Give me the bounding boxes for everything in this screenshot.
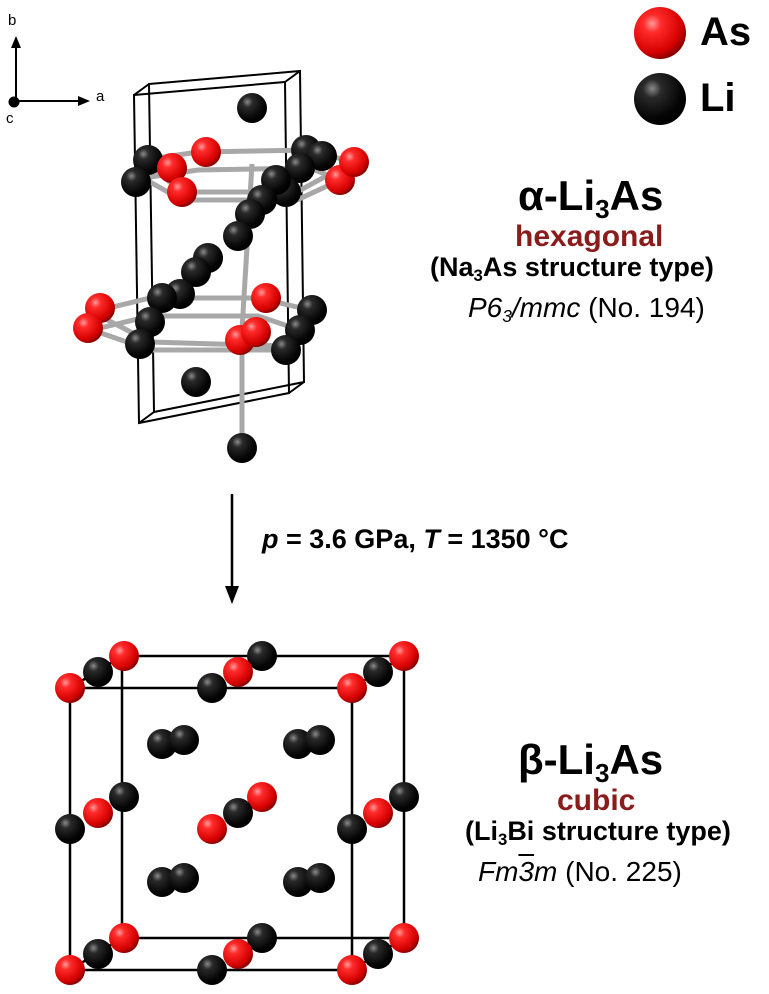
as-atom — [247, 782, 277, 812]
li-atom — [237, 93, 267, 123]
beta-structure-type: (Li3Bi structure type) — [465, 816, 731, 850]
li-atom — [247, 641, 277, 671]
li-atom — [109, 782, 139, 812]
li-atom — [285, 153, 315, 183]
axis-a-label: a — [96, 88, 105, 105]
li-atom — [235, 199, 265, 229]
transition-conditions: p = 3.6 GPa, T = 1350 °C — [262, 524, 569, 554]
li-atom — [305, 725, 335, 755]
as-atom — [83, 798, 113, 828]
li-atom — [271, 335, 301, 365]
as-atom — [197, 814, 227, 844]
li-atom — [83, 939, 113, 969]
alpha-title: α-Li3As — [518, 172, 664, 224]
axis-c-label: c — [6, 110, 14, 127]
beta-space-group: Fm3m (No. 225) — [478, 856, 682, 887]
li-atom — [223, 221, 253, 251]
down-arrow-icon — [225, 586, 239, 604]
as-atom — [223, 939, 253, 969]
as-atom — [55, 673, 85, 703]
as-atom — [191, 137, 221, 167]
alpha-structure-type: (Na3As structure type) — [430, 252, 714, 286]
c-axis-dot-icon — [8, 96, 20, 108]
legend-li-label: Li — [700, 76, 736, 120]
li-atom — [247, 923, 277, 953]
as-atom — [363, 798, 393, 828]
beta-title: β-Li3As — [518, 736, 664, 788]
li-atom — [389, 782, 419, 812]
li-atom — [305, 863, 335, 893]
li-atom — [363, 657, 393, 687]
li-atom — [337, 814, 367, 844]
alpha-structure — [73, 69, 369, 463]
li-atom — [197, 673, 227, 703]
li-atom — [83, 657, 113, 687]
li-atom — [121, 167, 151, 197]
li-atom — [363, 939, 393, 969]
li-atom — [169, 863, 199, 893]
li-atom — [169, 725, 199, 755]
li-atom — [147, 283, 177, 313]
li-atom — [125, 329, 155, 359]
alpha-crystal-system: hexagonal — [515, 220, 664, 253]
b-axis-arrow-icon — [11, 36, 21, 48]
li-atom — [307, 141, 337, 171]
beta-structure — [55, 641, 419, 985]
li-atom — [181, 257, 211, 287]
li-atom — [227, 433, 257, 463]
as-atom — [251, 283, 281, 313]
as-atom — [339, 147, 369, 177]
axis-b-label: b — [8, 12, 17, 29]
li-atom — [223, 798, 253, 828]
as-atom — [55, 955, 85, 985]
li-atom — [133, 145, 163, 175]
as-atom — [223, 657, 253, 687]
li-atom — [197, 955, 227, 985]
axis-indicator — [8, 36, 90, 108]
alpha-atoms — [73, 93, 369, 463]
beta-atoms — [55, 641, 419, 985]
as-atom — [389, 923, 419, 953]
li-atom — [55, 814, 85, 844]
transition-arrow — [225, 494, 239, 604]
as-legend-sphere — [634, 7, 686, 59]
a-axis-arrow-icon — [78, 96, 90, 106]
as-atom — [337, 955, 367, 985]
as-atom — [109, 641, 139, 671]
alpha-space-group: P63/mmc (No. 194) — [468, 292, 705, 327]
li-atom — [181, 367, 211, 397]
as-atom — [241, 317, 271, 347]
legend-as-label: As — [700, 10, 752, 54]
as-atom — [73, 313, 103, 343]
as-atom — [109, 923, 139, 953]
beta-crystal-system: cubic — [557, 784, 636, 817]
as-atom — [337, 673, 367, 703]
as-atom — [389, 641, 419, 671]
alpha-unit-cell — [132, 69, 306, 425]
as-atom — [157, 153, 187, 183]
li-legend-sphere — [634, 73, 686, 125]
as-atom — [167, 177, 197, 207]
